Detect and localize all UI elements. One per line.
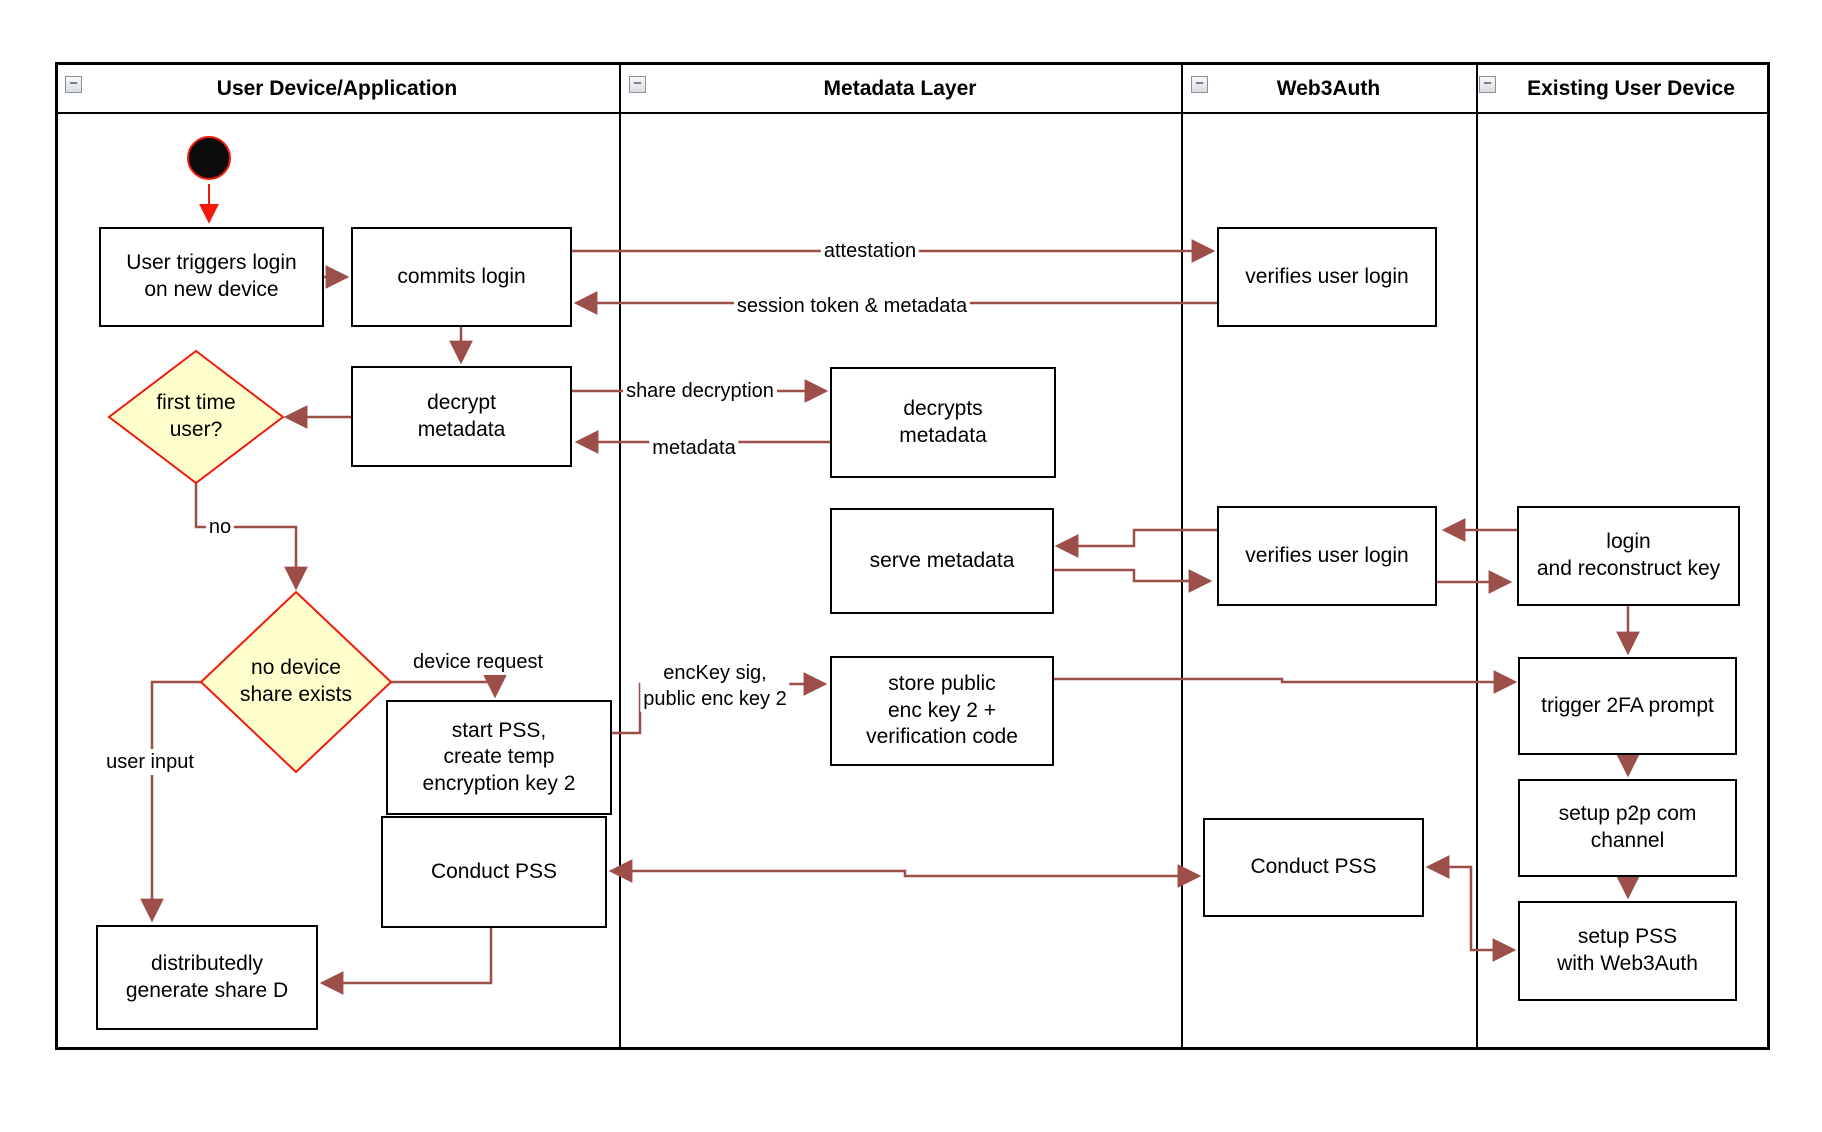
edge-verifies-to-serve — [1054, 528, 1217, 558]
lane-title-web3auth: Web3Auth — [1276, 77, 1381, 100]
node-login-and-reconstruct-key[interactable]: login and reconstruct key — [1517, 506, 1740, 606]
node-distributedly-generate-share[interactable]: distributedly generate share D — [96, 925, 318, 1030]
lane-divider-3 — [1476, 62, 1478, 1050]
node-decrypts-metadata[interactable]: decrypts metadata — [830, 367, 1056, 478]
collapse-lane-icon[interactable]: − — [65, 76, 82, 93]
edge-serve-to-verifies — [1054, 568, 1213, 593]
node-setup-pss-web3auth[interactable]: setup PSS with Web3Auth — [1518, 901, 1737, 1001]
edge-label-enckey: encKey sig, public enc key 2 — [640, 660, 790, 712]
edge-label-device-request: device request — [409, 649, 547, 675]
collapse-lane-icon[interactable]: − — [1479, 76, 1496, 93]
node-conduct-pss-user[interactable]: Conduct PSS — [381, 816, 607, 928]
collapse-lane-icon[interactable]: − — [629, 76, 646, 93]
edge-conductpss-bidirectional — [608, 859, 1202, 888]
edge-label-session-token: session token & metadata — [733, 293, 971, 319]
decision-no-device-share-shape[interactable] — [199, 590, 393, 774]
edge-label-share-decryption: share decryption — [623, 378, 777, 404]
node-serve-metadata[interactable]: serve metadata — [830, 508, 1054, 614]
header-separator — [55, 112, 1770, 114]
node-decrypt-metadata[interactable]: decrypt metadata — [351, 366, 572, 467]
decision-first-time-user-label: first time user? — [156, 391, 236, 441]
node-commits-login[interactable]: commits login — [351, 227, 572, 327]
edge-user-input — [140, 680, 201, 923]
start-node[interactable] — [187, 136, 231, 180]
node-verifies-user-login-2[interactable]: verifies user login — [1217, 506, 1437, 606]
edge-label-attestation: attestation — [820, 238, 920, 264]
edge-label-metadata: metadata — [649, 435, 739, 461]
edge-label-user-input: user input — [103, 749, 197, 775]
collapse-lane-icon[interactable]: − — [1191, 76, 1208, 93]
lane-title-existing-device: Existing User Device — [1527, 77, 1735, 100]
decision-first-time-user-shape[interactable] — [107, 349, 285, 485]
edge-no-branch — [194, 483, 308, 591]
edge-setuppss-conductpss — [1425, 855, 1517, 962]
lane-title-metadata-layer: Metadata Layer — [823, 77, 977, 100]
node-conduct-pss-web3auth[interactable]: Conduct PSS — [1203, 818, 1424, 917]
edge-store-to-2fa — [1054, 670, 1518, 694]
lane-divider-2 — [1181, 62, 1183, 1050]
node-verifies-user-login-1[interactable]: verifies user login — [1217, 227, 1437, 327]
node-trigger-2fa-prompt[interactable]: trigger 2FA prompt — [1518, 657, 1737, 755]
edge-conduct-to-distshare — [319, 928, 493, 995]
edge-device-request — [391, 674, 507, 699]
node-store-public-enc-key[interactable]: store public enc key 2 + verification co… — [830, 656, 1054, 766]
decision-no-device-share-label: no device share exists — [239, 656, 353, 706]
node-setup-p2p-channel[interactable]: setup p2p com channel — [1518, 779, 1737, 877]
lane-title-user-device: User Device/Application — [216, 77, 458, 100]
node-user-triggers-login[interactable]: User triggers login on new device — [99, 227, 324, 327]
node-start-pss[interactable]: start PSS, create temp encryption key 2 — [386, 700, 612, 815]
edge-label-no: no — [205, 514, 235, 540]
lane-divider-1 — [619, 62, 621, 1050]
